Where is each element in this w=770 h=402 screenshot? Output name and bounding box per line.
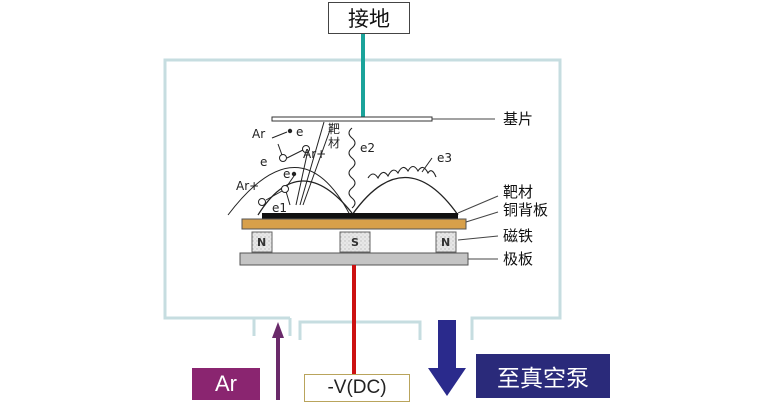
target-plate bbox=[262, 213, 458, 219]
magnet-north-right-label: N bbox=[441, 236, 450, 249]
ground-label-box: 接地 bbox=[328, 2, 410, 34]
ion-chain-1 bbox=[271, 131, 288, 139]
sputter-line-4 bbox=[302, 129, 331, 206]
ion-chain-3 bbox=[286, 149, 304, 159]
sputter-line-2 bbox=[295, 149, 309, 206]
vacuum-pump-box: 至真空泵 bbox=[476, 354, 610, 398]
chamber-wall bbox=[163, 58, 562, 340]
ion-ar-top-label: Ar bbox=[252, 127, 265, 141]
electron-e-label-3: e bbox=[283, 167, 290, 181]
electron-dot bbox=[287, 128, 293, 134]
ion-circle-2 bbox=[302, 145, 310, 153]
electron-e1-label: e1 bbox=[272, 201, 287, 215]
electron-e2-spiral bbox=[348, 127, 356, 209]
dc-voltage-box: -V(DC) bbox=[304, 374, 410, 402]
magnet-south-center-label: S bbox=[351, 236, 359, 249]
magnet-north-right bbox=[435, 231, 457, 253]
magnet-north-left bbox=[251, 231, 273, 253]
field-arc-right bbox=[351, 177, 459, 216]
target-leader bbox=[457, 195, 499, 214]
substrate-label: 基片 bbox=[503, 110, 533, 128]
pump-arrow-shaft bbox=[438, 320, 456, 370]
ion-ar-plus-label-1: Ar+ bbox=[303, 147, 326, 161]
magnet-north-left-label: N bbox=[257, 236, 266, 249]
copper-backplate-leader bbox=[465, 211, 499, 223]
electron-e3-label: e3 bbox=[437, 151, 452, 165]
pump-arrow-head bbox=[428, 368, 466, 396]
ion-chain-5 bbox=[265, 190, 283, 201]
electron-dot-2 bbox=[291, 171, 297, 177]
chamber-wall-inner-port bbox=[298, 320, 422, 340]
field-arc-left-outer bbox=[227, 167, 351, 216]
magnet-leader bbox=[457, 235, 499, 241]
ar-gas-inlet-box: Ar bbox=[192, 368, 260, 400]
ion-chain-4 bbox=[286, 175, 295, 187]
magnet-label: 磁铁 bbox=[503, 227, 533, 245]
target-inner-label-1: 靶 bbox=[328, 122, 340, 136]
electron-e2-label: e2 bbox=[360, 141, 375, 155]
ion-ar-plus-label-2: Ar+ bbox=[236, 179, 259, 193]
target-inner-label-2: 材 bbox=[328, 136, 340, 150]
target-label: 靶材 bbox=[503, 183, 533, 201]
ion-circle-4 bbox=[258, 198, 266, 206]
ion-circle-3 bbox=[281, 185, 289, 193]
ion-chain-2 bbox=[277, 143, 283, 156]
electron-e3-leader bbox=[421, 157, 433, 173]
substrate-plate bbox=[271, 116, 433, 122]
ion-circle-1 bbox=[279, 154, 287, 162]
field-arc-left bbox=[257, 180, 353, 216]
pole-plate bbox=[239, 252, 469, 266]
pole-plate-label: 极板 bbox=[503, 250, 533, 268]
chamber-wall-left-port bbox=[252, 318, 292, 336]
sputter-line-1 bbox=[299, 121, 325, 206]
ar-inlet-arrow-head bbox=[272, 322, 284, 338]
copper-backplate-label: 铜背板 bbox=[503, 201, 548, 219]
copper-backplate bbox=[241, 218, 467, 230]
electron-e3-spiral bbox=[367, 165, 437, 180]
magnet-south-center bbox=[339, 231, 371, 253]
electron-e-label-2: e bbox=[260, 155, 267, 169]
electron-e-label-1: e bbox=[296, 125, 303, 139]
